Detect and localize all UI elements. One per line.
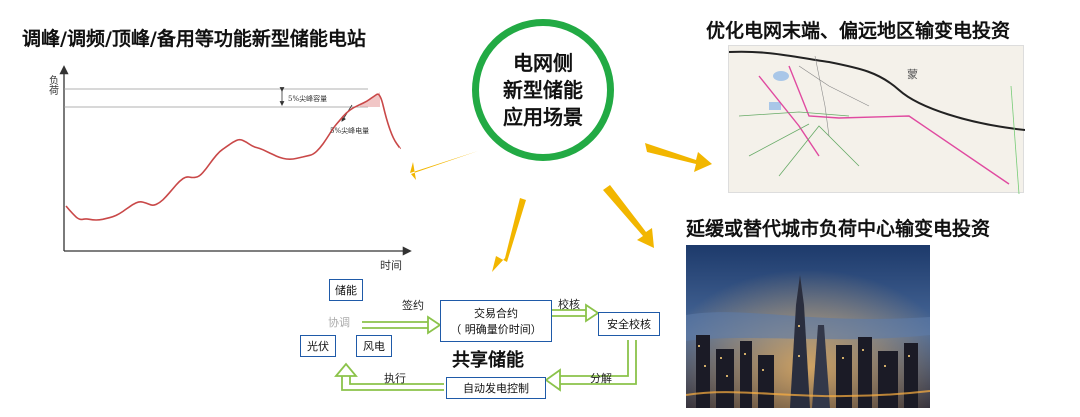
storage-box: 储能 — [329, 279, 363, 301]
arrow-to-grid-end — [645, 143, 712, 172]
grid-map: 蒙 — [728, 45, 1026, 195]
contract-line1: 交易合约 — [474, 307, 518, 320]
security-check-box: 安全校核 — [598, 312, 660, 336]
contract-line2: （ 明确量价时间） — [450, 323, 542, 336]
center-title-line1: 电网侧 — [513, 50, 573, 75]
wind-box: 风电 — [356, 335, 392, 357]
center-title-line2: 新型储能 — [503, 77, 583, 102]
center-circle: 电网侧 新型储能 应用场景 — [472, 19, 614, 161]
coordinate-label: 协调 — [328, 316, 350, 329]
solar-box: 光伏 — [300, 335, 336, 357]
peak-energy-label: 5%尖峰电量 — [330, 126, 369, 135]
arrow-to-shared — [492, 198, 526, 272]
shared-storage-title: 共享储能 — [452, 350, 524, 371]
check-label: 校核 — [558, 298, 580, 311]
city-skyline-photo — [685, 245, 931, 408]
y-axis-label: 负荷 — [47, 74, 59, 96]
contract-box: 交易合约 （ 明确量价时间） — [440, 300, 552, 342]
sign-label: 签约 — [402, 299, 424, 312]
map-region-label: 蒙 — [907, 68, 918, 81]
load-curve-chart: 负荷 时间 5%尖峰容量 5%尖峰电量 — [47, 65, 412, 272]
grid-end-heading: 优化电网末端、偏远地区输变电投资 — [706, 20, 1011, 42]
urban-heading: 延缓或替代城市负荷中心输变电投资 — [686, 218, 991, 240]
agc-box: 自动发电控制 — [446, 377, 546, 399]
x-axis-label: 时间 — [380, 259, 402, 272]
load-curve-line — [65, 93, 401, 221]
center-title-line3: 应用场景 — [503, 104, 583, 129]
peak-shaving-heading: 调峰/调频/顶峰/备用等功能新型储能电站 — [22, 28, 366, 50]
arrow-to-urban — [603, 185, 654, 248]
execute-label: 执行 — [384, 372, 406, 385]
peak-capacity-label: 5%尖峰容量 — [288, 94, 327, 103]
decompose-label: 分解 — [590, 372, 612, 385]
